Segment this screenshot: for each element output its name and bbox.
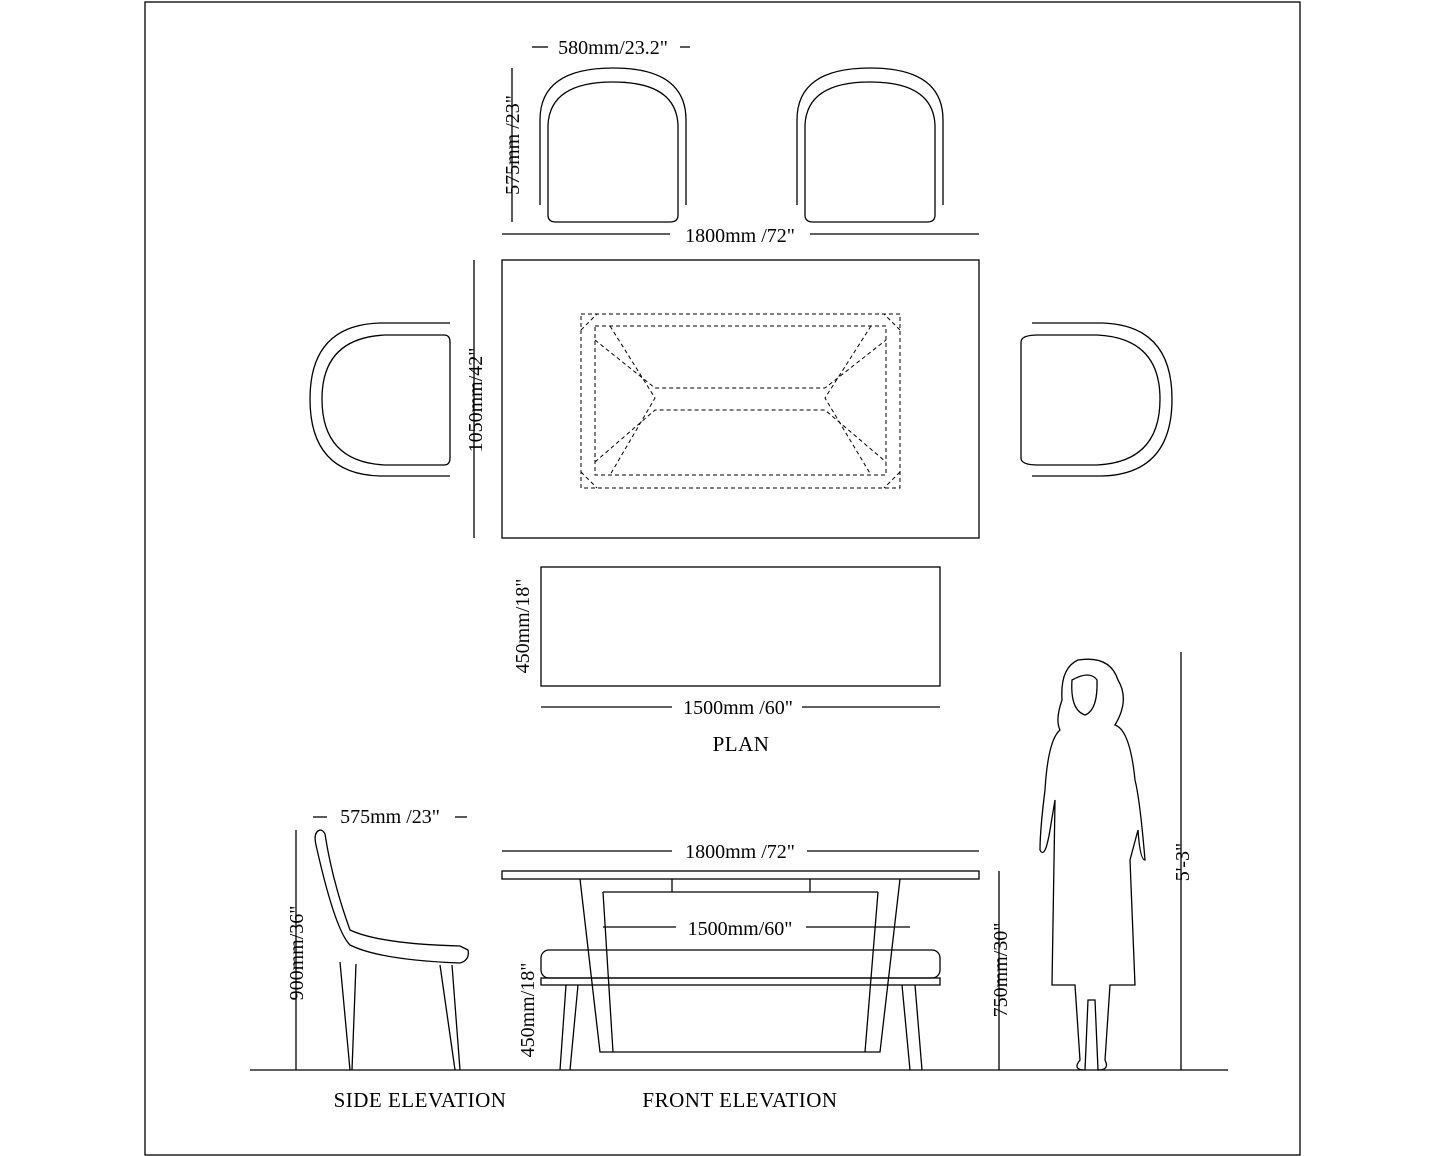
plan-chair-top-right: [796, 67, 944, 223]
plan-chair-right: [1020, 322, 1173, 477]
front-bench-height-dim: 450mm/18": [517, 963, 539, 1058]
plan-label: PLAN: [713, 732, 770, 756]
plan-table-length-dim: 1800mm /72": [685, 225, 795, 247]
plan-chair-depth-dim: 575mm /23": [502, 95, 524, 195]
plan-table-top: [501, 259, 980, 539]
plan-bench: [540, 566, 941, 687]
front-bench-length-dim: 1500mm/60": [688, 918, 793, 940]
side-elevation-label: SIDE ELEVATION: [334, 1088, 507, 1112]
side-elevation-chair: [314, 829, 469, 1071]
human-figure: [1039, 658, 1146, 1071]
side-chair-depth-dim: 575mm /23": [340, 806, 440, 828]
side-chair-height-dim: 900mm/36": [286, 906, 308, 1001]
plan-bench-depth-dim: 450mm/18": [512, 579, 534, 674]
sheet-frame: [144, 1, 1301, 1156]
front-elevation-bench: [540, 949, 941, 1071]
plan-chair-top-left: [539, 67, 687, 223]
front-elevation-table: [501, 870, 980, 1053]
plan-chair-width-dim: 580mm/23.2": [558, 37, 668, 59]
front-table-height-dim: 750mm/30": [990, 923, 1012, 1018]
front-table-length-dim: 1800mm /72": [685, 841, 795, 863]
plan-chair-left: [309, 322, 451, 477]
front-elevation-label: FRONT ELEVATION: [642, 1088, 837, 1112]
plan-table-width-dim: 1050mm/42": [465, 348, 487, 453]
human-height-dim: 5'-3": [1172, 843, 1194, 881]
plan-table-base-hidden: [580, 313, 901, 489]
plan-bench-length-dim: 1500mm /60": [683, 697, 793, 719]
